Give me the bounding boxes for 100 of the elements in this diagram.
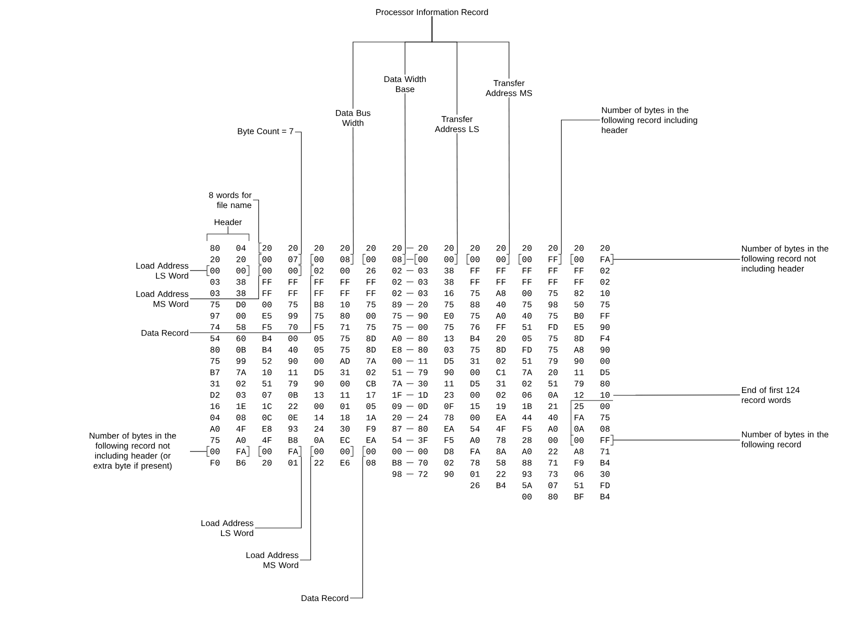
hex-byte: 09: [392, 403, 402, 410]
hex-byte: 10: [262, 369, 272, 376]
hex-byte: 1F: [392, 392, 402, 398]
hex-byte: 00: [392, 358, 402, 364]
hex-byte: 20: [314, 245, 324, 251]
hex-byte: 88: [522, 460, 532, 466]
hex-byte: 75: [366, 302, 376, 308]
hex-byte: 00: [340, 268, 350, 274]
leader-line: [190, 270, 207, 271]
hex-byte: 01: [288, 460, 298, 466]
hex-byte: FF: [366, 279, 376, 285]
hex-byte: 05: [366, 403, 376, 410]
hex-byte: 02: [496, 392, 506, 398]
hex-byte: B6: [236, 460, 246, 466]
hex-byte: 19: [496, 403, 506, 410]
callout-label: Transfer Address LS: [434, 116, 479, 132]
hex-byte: 80: [418, 336, 428, 342]
bracketed-bytes: 00 00: [206, 265, 250, 276]
callout-label: Byte Count = 7: [238, 128, 294, 136]
hex-byte: 58: [236, 324, 246, 330]
hex-byte: CB: [366, 380, 376, 386]
hex-byte: 73: [548, 471, 558, 477]
hex-byte: 00: [392, 448, 402, 454]
hex-byte: F5: [262, 324, 272, 330]
hex-byte: 02: [392, 268, 402, 274]
hex-byte: 75: [340, 346, 350, 353]
hex-byte: 44: [522, 414, 532, 420]
bracketed-bytes: 00 FA: [570, 254, 614, 265]
hex-byte: 4F: [262, 437, 272, 443]
hex-byte: F9: [574, 460, 584, 466]
hex-byte: D5: [470, 380, 480, 386]
bracketed-bytes: 02: [310, 265, 324, 276]
hex-byte: F5: [444, 437, 454, 443]
hex-byte: 98: [392, 471, 402, 477]
hex-byte: FF: [262, 290, 272, 296]
hex-byte: F5: [314, 324, 324, 330]
hex-byte: 74: [210, 324, 220, 330]
hex-byte: 38: [444, 268, 454, 274]
callout-label: Data Bus Width: [336, 110, 370, 126]
hex-byte: E0: [444, 312, 454, 319]
hex-byte: B4: [600, 494, 610, 500]
callout-label: Load Address MS Word: [246, 552, 298, 568]
hex-byte: 75: [288, 302, 298, 308]
hex-byte: 93: [522, 471, 532, 477]
leader-line: [613, 394, 740, 396]
hex-byte: 75: [522, 302, 532, 308]
hex-byte: 89: [392, 302, 402, 308]
hex-byte: 88: [470, 302, 480, 308]
callout-label: Data Record: [302, 594, 348, 602]
hex-byte: E8: [392, 346, 402, 353]
hex-byte: FF: [496, 324, 506, 330]
hex-byte: FD: [522, 346, 532, 352]
callout-label: Processor Information Record: [376, 8, 488, 16]
hex-byte: 7A: [522, 370, 532, 376]
hex-byte: 02: [366, 369, 376, 376]
leader-line: [352, 126, 354, 254]
hex-byte: 02: [392, 279, 402, 285]
hex-byte: 01: [340, 403, 350, 410]
hex-byte: 00: [236, 312, 246, 319]
hex-byte: 75: [548, 312, 558, 319]
hex-byte: 75: [548, 336, 558, 342]
bracketed-bytes: 00 00: [414, 254, 458, 265]
hex-byte: 90: [574, 358, 584, 364]
hex-byte: 90: [288, 358, 298, 364]
hex-byte: A0: [548, 426, 558, 432]
hex-byte: 11: [288, 370, 298, 376]
hex-byte: 00: [600, 403, 610, 410]
hex-byte: 30: [418, 380, 428, 386]
hex-byte: FF: [574, 268, 584, 274]
hex-byte: E5: [262, 312, 272, 319]
hex-byte: 0C: [262, 414, 272, 420]
hex-byte: 11: [340, 392, 350, 398]
hex-byte: B8: [314, 302, 324, 308]
callout-label: Load Address LS Word: [136, 262, 188, 279]
hex-byte: 75: [340, 336, 350, 342]
hex-byte: 80: [548, 494, 558, 500]
hex-byte: EC: [340, 437, 350, 443]
hex-byte: A8: [496, 290, 506, 296]
hex-byte: D5: [600, 369, 610, 376]
hex-byte: 11: [574, 370, 584, 376]
hex-byte: 54: [470, 426, 480, 432]
bracketed-bytes: 00 00: [310, 446, 354, 457]
hex-byte: 01: [470, 471, 480, 477]
hex-byte: FF: [314, 279, 324, 285]
hex-byte: 78: [496, 437, 506, 443]
hex-byte: 51: [548, 380, 558, 386]
hex-byte: 90: [444, 471, 454, 477]
hex-byte: 20: [210, 256, 220, 262]
hex-byte: D5: [444, 358, 454, 364]
hex-byte: 31: [470, 358, 480, 364]
hex-byte: 15: [470, 403, 480, 410]
hex-byte: 75: [444, 302, 454, 308]
callout-label: Header: [214, 218, 242, 226]
hex-byte: 97: [210, 312, 220, 319]
hex-byte: 50: [574, 302, 584, 308]
hex-byte: B8: [392, 460, 402, 466]
hex-byte: 23: [444, 392, 454, 398]
hex-byte: 10: [340, 302, 350, 308]
hex-byte: 79: [288, 380, 298, 386]
hex-byte: 1C: [262, 403, 272, 410]
